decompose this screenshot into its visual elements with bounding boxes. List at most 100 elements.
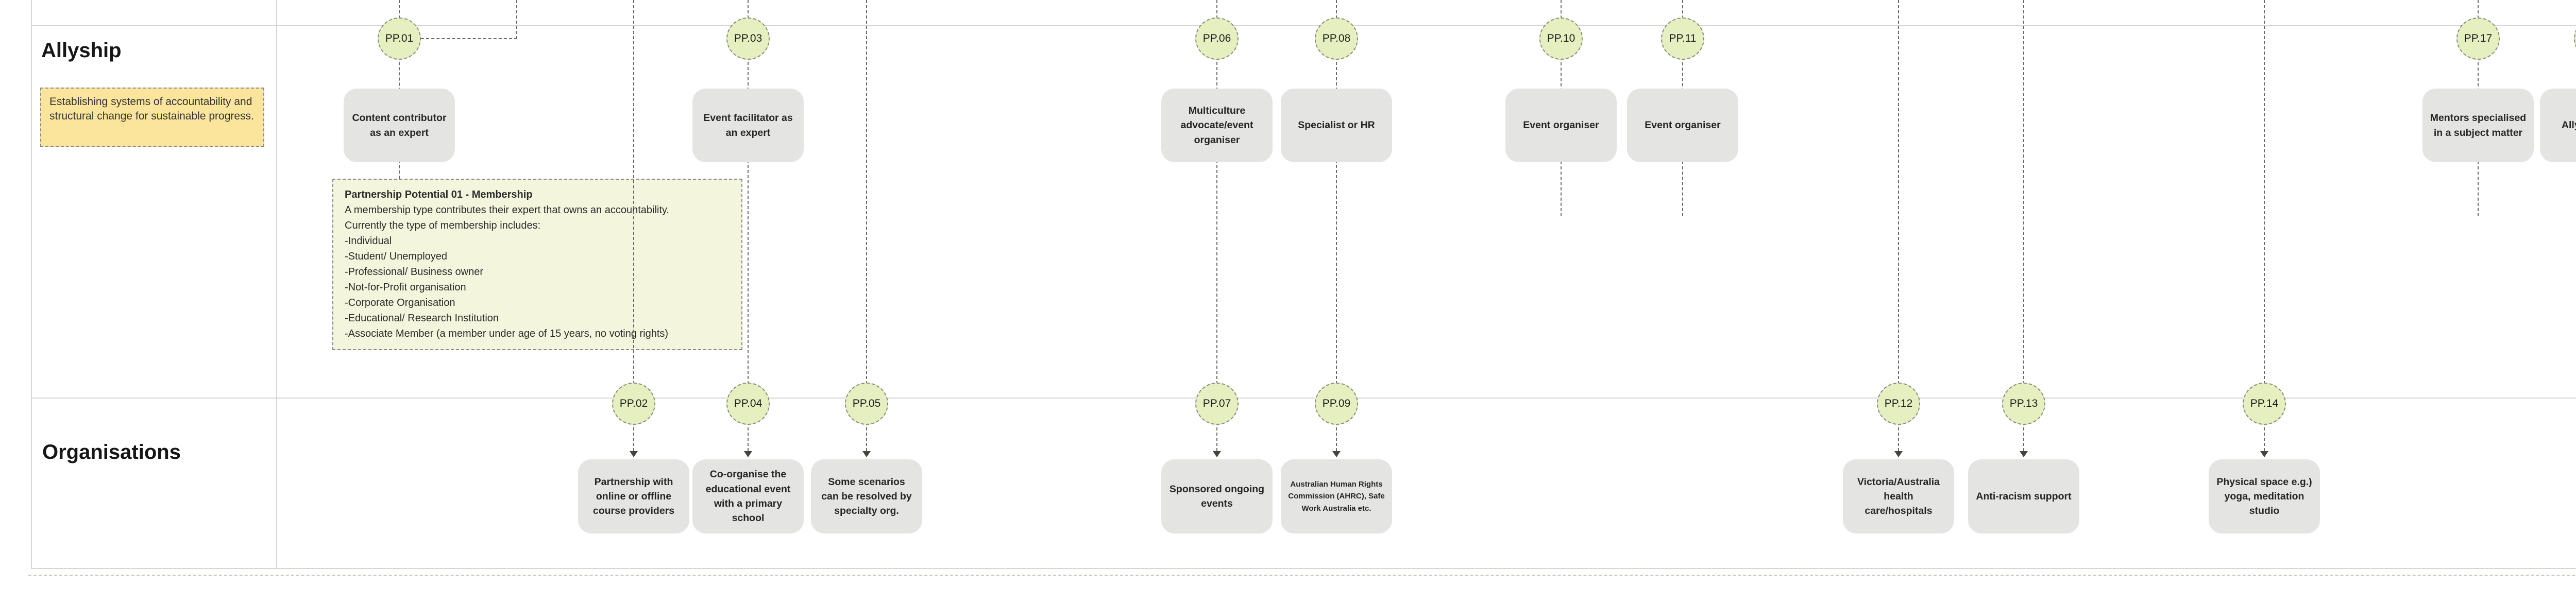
lane-title-organisations: Organisations xyxy=(42,441,181,463)
column-connector-line xyxy=(1898,0,1899,451)
role-box-pp-14[interactable]: Physical space e.g.) yoga, meditation st… xyxy=(2209,459,2320,533)
pp-node-label: PP.01 xyxy=(385,32,414,44)
pp-node-label: PP.13 xyxy=(2009,398,2038,409)
pp-node-pp-13[interactable]: PP.13 xyxy=(2002,383,2045,425)
pp-node-pp-18[interactable]: PP.18 xyxy=(2574,18,2576,60)
pp-node-pp-06[interactable]: PP.06 xyxy=(1195,18,1239,60)
pp-node-label: PP.08 xyxy=(1322,32,1351,44)
column-connector-line xyxy=(1336,0,1337,451)
role-box-label: Some scenarios can be resolved by specia… xyxy=(821,476,912,517)
pp-node-pp-07[interactable]: PP.07 xyxy=(1195,383,1239,425)
pp-node-label: PP.06 xyxy=(1202,32,1231,44)
connector-arrowhead xyxy=(1332,451,1341,457)
role-box-pp-01[interactable]: Content contributor as an expert xyxy=(344,89,455,162)
connector-arrowhead xyxy=(630,451,638,457)
role-box-label: Multiculture advocate/event organiser xyxy=(1180,105,1253,146)
pp-node-pp-05[interactable]: PP.05 xyxy=(845,383,888,425)
membership-note-body: A membership type contributes their expe… xyxy=(345,202,730,341)
role-box-label: Mentors specialised in a subject matter xyxy=(2430,112,2527,139)
pp01-l-connector-vertical xyxy=(516,0,517,39)
connector-arrowhead xyxy=(2020,451,2028,457)
pp-node-pp-03[interactable]: PP.03 xyxy=(726,18,770,60)
role-box-label: Co-organise the educational event with a… xyxy=(705,469,791,524)
pp-node-pp-14[interactable]: PP.14 xyxy=(2243,383,2286,425)
role-box-label: Event organiser xyxy=(1645,119,1721,131)
bottom-guide-dashed-line xyxy=(28,575,2576,576)
frame-label-column-border xyxy=(276,0,277,568)
role-box-pp-18[interactable]: Allyship in HR xyxy=(2540,89,2576,162)
connector-arrowhead xyxy=(862,451,871,457)
pp-node-pp-10[interactable]: PP.10 xyxy=(1539,18,1583,60)
role-box-pp-04[interactable]: Co-organise the educational event with a… xyxy=(692,459,804,533)
role-box-label: Anti-racism support xyxy=(1976,490,2072,502)
role-box-label: Physical space e.g.) yoga, meditation st… xyxy=(2216,476,2312,517)
role-box-pp-03[interactable]: Event facilitator as an expert xyxy=(692,89,804,162)
pp-node-label: PP.09 xyxy=(1322,398,1351,409)
membership-note-title: Partnership Potential 01 - Membership xyxy=(345,189,533,200)
role-box-label: Australian Human Rights Commission (AHRC… xyxy=(1288,480,1385,513)
lane-divider xyxy=(31,398,2576,399)
allyship-description-note[interactable]: Establishing systems of accountability a… xyxy=(40,88,264,147)
role-box-pp-10[interactable]: Event organiser xyxy=(1505,89,1617,162)
role-box-pp-17[interactable]: Mentors specialised in a subject matter xyxy=(2422,89,2534,162)
membership-note-line: A membership type contributes their expe… xyxy=(345,204,669,216)
column-connector-line xyxy=(633,0,634,451)
pp-node-pp-08[interactable]: PP.08 xyxy=(1315,18,1358,60)
pp-node-label: PP.03 xyxy=(734,32,762,44)
column-connector-line xyxy=(866,0,867,451)
membership-note-line: -Corporate Organisation xyxy=(345,297,455,308)
pp-node-pp-11[interactable]: PP.11 xyxy=(1661,18,1704,60)
connector-arrowhead xyxy=(1894,451,1903,457)
pp-node-pp-01[interactable]: PP.01 xyxy=(378,18,421,60)
role-box-pp-09[interactable]: Australian Human Rights Commission (AHRC… xyxy=(1281,459,1392,533)
pp-node-pp-12[interactable]: PP.12 xyxy=(1877,383,1920,425)
pp-node-label: PP.07 xyxy=(1202,398,1231,409)
role-box-label: Sponsored ongoing events xyxy=(1169,483,1265,509)
pp-node-pp-09[interactable]: PP.09 xyxy=(1315,383,1358,425)
membership-note-line: -Educational/ Research Institution xyxy=(345,313,499,324)
pp-node-label: PP.14 xyxy=(2250,398,2279,409)
column-connector-line xyxy=(748,0,749,451)
pp-node-label: PP.12 xyxy=(1884,398,1913,409)
pp-node-label: PP.05 xyxy=(852,398,881,409)
role-box-label: Victoria/Australia health care/hospitals xyxy=(1857,476,1940,517)
column-connector-line xyxy=(2023,0,2024,451)
membership-note-line: -Associate Member (a member under age of… xyxy=(345,328,669,339)
role-box-label: Specialist or HR xyxy=(1298,119,1375,131)
membership-note-line: -Individual xyxy=(345,235,392,247)
connector-arrowhead xyxy=(1213,451,1221,457)
pp-node-label: PP.04 xyxy=(734,398,762,409)
pp-node-label: PP.10 xyxy=(1547,32,1575,44)
role-box-pp-02[interactable]: Partnership with online or offline cours… xyxy=(578,459,689,533)
pp-node-pp-04[interactable]: PP.04 xyxy=(726,383,770,425)
lane-allyship-top-border xyxy=(31,25,2576,26)
frame-left-border xyxy=(31,0,32,568)
column-connector-line xyxy=(2264,0,2265,451)
role-box-label: Allyship in HR xyxy=(2561,119,2576,131)
membership-note-line: -Not-for-Profit organisation xyxy=(345,282,466,293)
connector-arrowhead xyxy=(744,451,752,457)
pp-node-label: PP.02 xyxy=(619,398,648,409)
pp-node-pp-17[interactable]: PP.17 xyxy=(2456,18,2500,60)
role-box-pp-07[interactable]: Sponsored ongoing events xyxy=(1161,459,1273,533)
role-box-pp-13[interactable]: Anti-racism support xyxy=(1968,459,2079,533)
role-box-pp-12[interactable]: Victoria/Australia health care/hospitals xyxy=(1843,459,1954,533)
pp-node-label: PP.17 xyxy=(2464,32,2493,44)
frame-bottom-border xyxy=(31,568,2576,569)
role-box-label: Event organiser xyxy=(1523,119,1599,131)
role-box-pp-11[interactable]: Event organiser xyxy=(1627,89,1738,162)
role-box-pp-06[interactable]: Multiculture advocate/event organiser xyxy=(1161,89,1273,162)
role-box-label: Partnership with online or offline cours… xyxy=(592,476,675,517)
pp-node-label: PP.11 xyxy=(1669,32,1697,44)
role-box-pp-05[interactable]: Some scenarios can be resolved by specia… xyxy=(811,459,922,533)
lane-title-allyship: Allyship xyxy=(41,39,122,62)
role-box-pp-08[interactable]: Specialist or HR xyxy=(1281,89,1392,162)
membership-note-line: -Professional/ Business owner xyxy=(345,266,484,278)
membership-note[interactable]: Partnership Potential 01 - Membership A … xyxy=(332,179,742,350)
connector-arrowhead xyxy=(2260,451,2268,457)
role-box-label: Content contributor as an expert xyxy=(352,112,447,139)
role-box-label: Event facilitator as an expert xyxy=(703,112,793,139)
column-connector-line xyxy=(1216,0,1217,451)
pp-node-pp-02[interactable]: PP.02 xyxy=(612,383,655,425)
